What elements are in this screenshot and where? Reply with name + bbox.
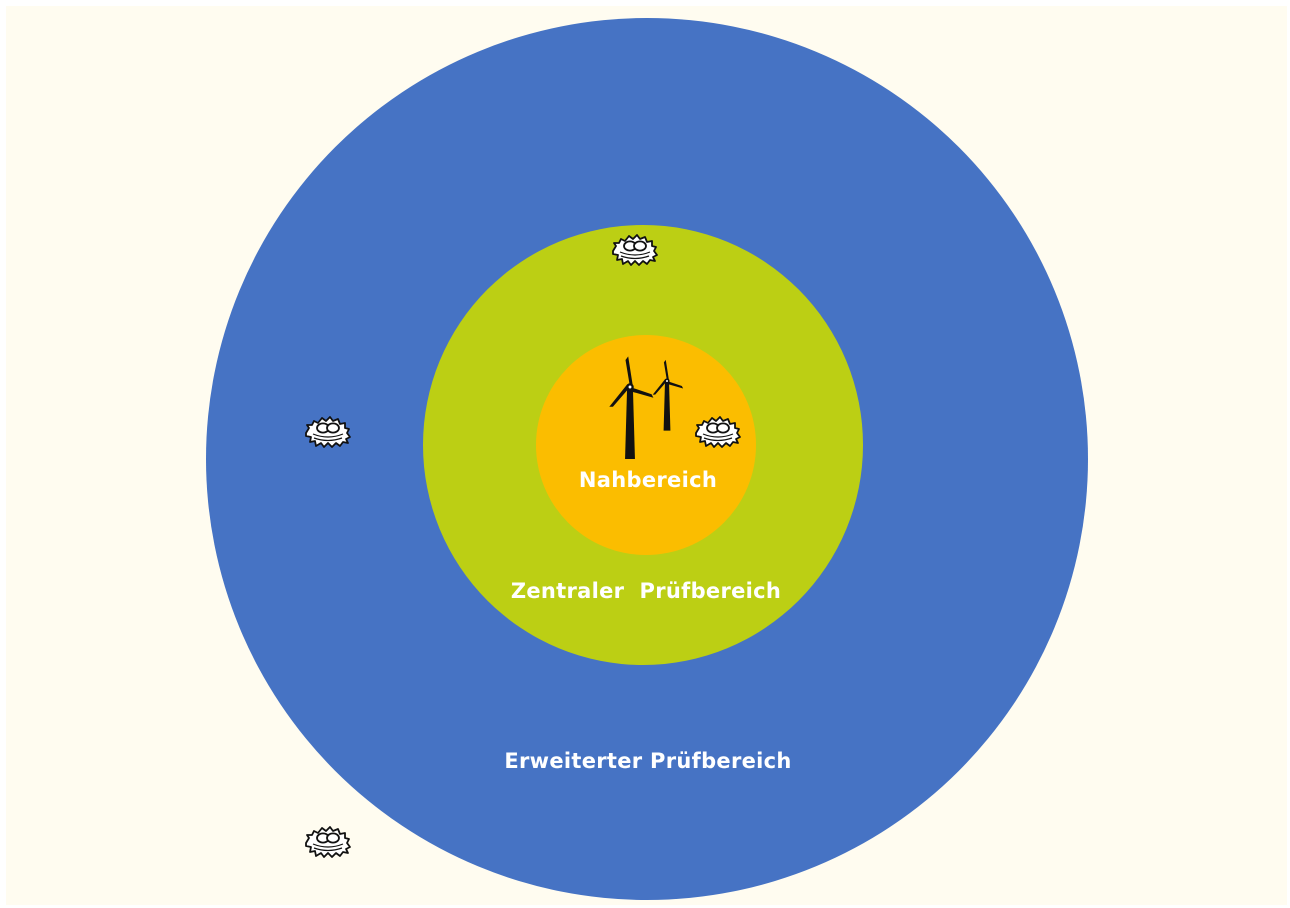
near-zone-circle (536, 335, 756, 555)
diagram-panel: Nahbereich Zentraler Prüfbereich Erweite… (6, 6, 1287, 905)
zone-diagram: Nahbereich Zentraler Prüfbereich Erweite… (6, 6, 1287, 905)
near-zone-label: Nahbereich (579, 468, 717, 492)
central-zone-label: Zentraler Prüfbereich (511, 579, 781, 603)
outer-zone-label: Erweiterter Prüfbereich (504, 749, 791, 773)
